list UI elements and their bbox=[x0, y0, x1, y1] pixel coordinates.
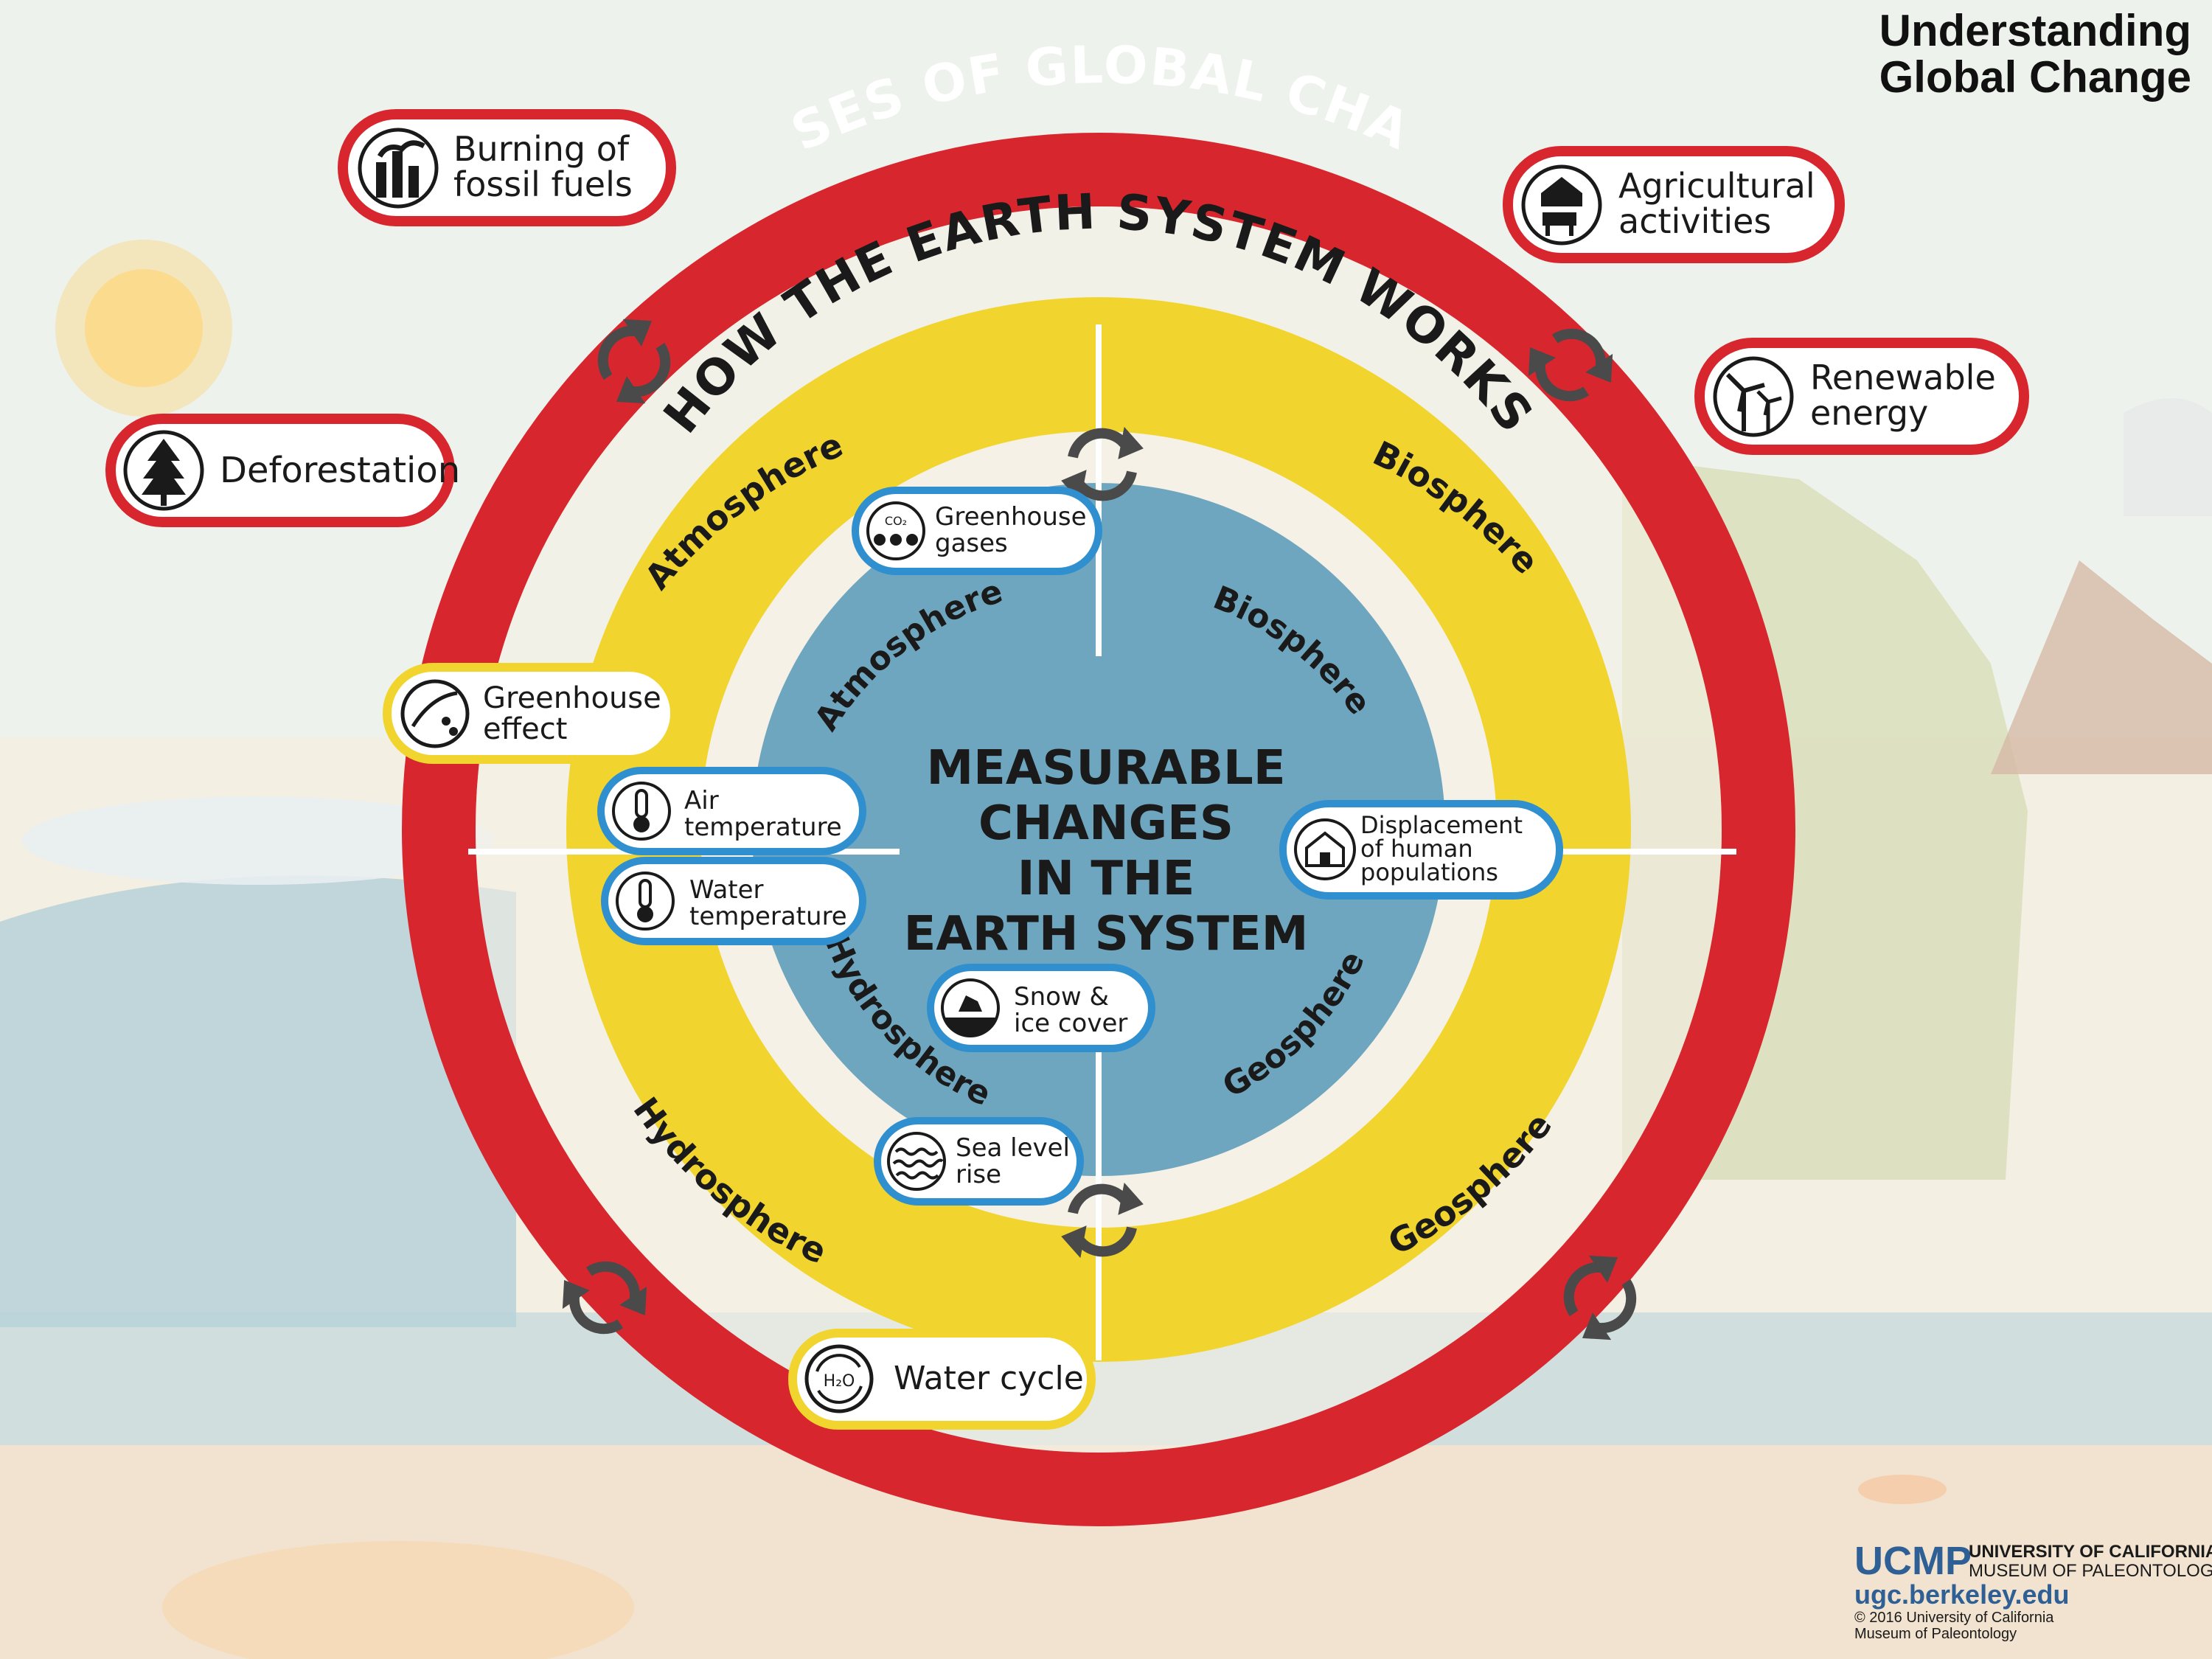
sun-icon bbox=[55, 240, 232, 417]
cause-deforestation: Deforestation bbox=[105, 414, 460, 527]
center-title-line: IN THE bbox=[1018, 852, 1195, 906]
change-snow-ice-line1: Snow & bbox=[1014, 982, 1109, 1012]
cause-burning-line2: fossil fuels bbox=[453, 164, 633, 204]
center-title: MEASURABLE CHANGES IN THE EARTH SYSTEM bbox=[904, 741, 1309, 961]
cause-renewable-line1: Renewable bbox=[1810, 358, 1996, 397]
process-greenhouse-line1: Greenhouse bbox=[483, 681, 661, 715]
tree-icon bbox=[123, 430, 204, 511]
co2-molecule-icon: CO₂ bbox=[866, 501, 925, 560]
footer-credits: UCMP UNIVERSITY OF CALIFORNIA MUSEUM OF … bbox=[1854, 1539, 2212, 1642]
outer-ring-causes bbox=[402, 133, 1795, 1526]
center-measurable-changes bbox=[752, 483, 1445, 1176]
thermometer-icon bbox=[612, 782, 671, 841]
change-sea-level-rise: Sea level rise bbox=[874, 1117, 1084, 1206]
cause-agriculture-line2: activities bbox=[1618, 201, 1771, 241]
change-greenhouse-gases-line1: Greenhouse bbox=[935, 502, 1087, 532]
center-title-line: EARTH SYSTEM bbox=[904, 907, 1309, 961]
cycle-arrow-icon bbox=[597, 319, 671, 404]
change-sea-level-line2: rise bbox=[956, 1160, 1001, 1189]
thermometer-icon bbox=[616, 872, 675, 931]
change-air-temperature-line1: Air bbox=[684, 786, 719, 815]
cycle-arrow-icon bbox=[562, 1261, 647, 1335]
change-greenhouse-gases: CO₂ Greenhouse gases bbox=[852, 487, 1102, 575]
cause-agriculture-line1: Agricultural bbox=[1618, 166, 1815, 206]
footer-copyright-line2: Museum of Paleontology bbox=[1854, 1626, 2017, 1642]
cause-burning-line1: Burning of bbox=[453, 129, 630, 169]
cause-agricultural-activities: Agricultural activities bbox=[1503, 146, 1845, 263]
header-title-line1: Understanding bbox=[1879, 6, 2191, 55]
change-water-temperature-line2: temperature bbox=[689, 902, 847, 931]
ucmp-logo: UCMP bbox=[1854, 1539, 1972, 1583]
center-title-line: MEASURABLE bbox=[926, 741, 1285, 796]
change-air-temperature-line2: temperature bbox=[684, 813, 842, 842]
change-greenhouse-gases-line2: gases bbox=[935, 529, 1008, 558]
greenhouse-effect-icon bbox=[400, 679, 470, 748]
snow-ice-icon bbox=[941, 978, 1000, 1037]
change-displacement-line2: of human bbox=[1360, 835, 1473, 863]
barn-cow-icon bbox=[1521, 164, 1602, 246]
process-water-cycle-label: Water cycle bbox=[894, 1360, 1084, 1397]
co2-icon-label: CO₂ bbox=[885, 514, 907, 528]
change-snow-ice-line2: ice cover bbox=[1014, 1009, 1127, 1038]
cause-burning-fossil-fuels: Burning of fossil fuels bbox=[338, 109, 676, 226]
process-greenhouse-effect: Greenhouse effect bbox=[383, 663, 679, 764]
process-greenhouse-line2: effect bbox=[483, 712, 567, 746]
waves-icon bbox=[887, 1132, 946, 1191]
footer-url[interactable]: ugc.berkeley.edu bbox=[1854, 1579, 2069, 1610]
header-title-line2: Global Change bbox=[1879, 52, 2191, 102]
change-displacement-line1: Displacement bbox=[1360, 811, 1523, 839]
cause-renewable-energy: Renewable energy bbox=[1694, 338, 2029, 455]
factory-icon bbox=[358, 128, 439, 209]
house-icon bbox=[1294, 818, 1356, 880]
change-sea-level-line1: Sea level bbox=[956, 1133, 1070, 1163]
footer-org-line1: UNIVERSITY OF CALIFORNIA bbox=[1969, 1542, 2212, 1562]
wind-turbine-icon bbox=[1713, 356, 1794, 437]
cycle-arrow-icon bbox=[1563, 1255, 1637, 1340]
cycle-arrows bbox=[562, 319, 1637, 1340]
cause-deforestation-label: Deforestation bbox=[220, 450, 460, 491]
footer-copyright-line1: © 2016 University of California bbox=[1854, 1610, 2054, 1626]
change-displacement-line3: populations bbox=[1360, 858, 1498, 886]
cause-renewable-line2: energy bbox=[1810, 393, 1928, 433]
cycle-arrow-icon bbox=[1528, 328, 1613, 402]
center-title-line: CHANGES bbox=[978, 796, 1234, 851]
change-displacement: Displacement of human populations bbox=[1279, 800, 1563, 900]
change-snow-ice-cover: Snow & ice cover bbox=[927, 964, 1155, 1052]
water-cycle-icon-label: H₂O bbox=[824, 1372, 855, 1391]
change-water-temperature: Water temperature bbox=[601, 857, 866, 945]
cycle-arrow-icon bbox=[1061, 1182, 1144, 1259]
change-air-temperature: Air temperature bbox=[597, 767, 866, 855]
change-water-temperature-line1: Water bbox=[689, 875, 764, 905]
water-cycle-icon: H₂O bbox=[804, 1344, 874, 1413]
footer-org-line2: MUSEUM OF PALEONTOLOGY bbox=[1969, 1561, 2212, 1581]
process-water-cycle: H₂O Water cycle bbox=[788, 1329, 1096, 1430]
